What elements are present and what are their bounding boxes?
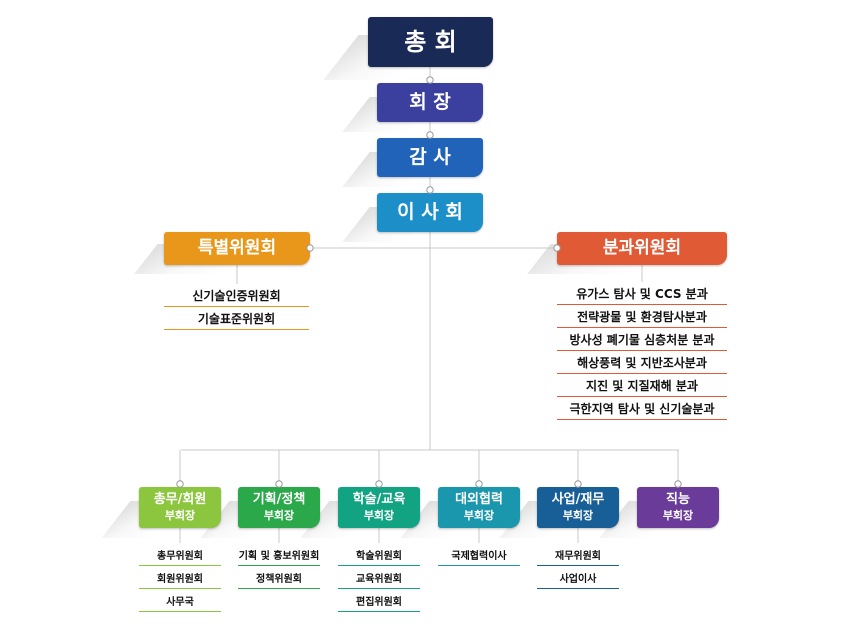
list-item-rule [139,611,221,612]
vp-node-1-sublabel: 부회장 [263,508,295,522]
list-item-rule [438,565,520,566]
top-node-0: 총 회 [368,17,493,67]
list-item-label: 방사성 폐기물 심층처분 분과 [569,333,715,347]
list-item-rule [139,565,221,566]
branch-node-0-label: 특별위원회 [197,238,277,259]
list-item-label: 재무위원회 [555,551,601,562]
vp-node-0-sublabel: 부회장 [164,508,196,522]
list-item: 회원위원회 [139,566,221,589]
branch-node-1: 분과위원회 [557,232,727,265]
top-node-2-label: 감 사 [409,146,451,169]
top-node-1: 회 장 [377,83,483,122]
list-item-label: 기술표준위원회 [197,312,276,326]
list-item-label: 사무국 [166,597,194,608]
list-item: 방사성 폐기물 심층처분 분과 [557,328,727,351]
list-item-rule [338,588,420,589]
list-item: 교육위원회 [338,566,420,589]
list-item-label: 학술위원회 [356,551,402,562]
list-item: 학술위원회 [338,543,420,566]
list-item: 신기술인증위원회 [164,284,309,307]
list-item-label: 신기술인증위원회 [192,289,281,303]
list-item: 사업이사 [537,566,619,589]
list-item-label: 회원위원회 [157,574,203,585]
list-item-rule [139,588,221,589]
list-item-label: 해상풍력 및 지반조사분과 [577,356,707,370]
top-node-0-label: 총 회 [404,27,457,56]
list-item-label: 국제협력이사 [451,551,507,562]
list-item-label: 극한지역 탐사 및 신기술분과 [569,402,715,416]
list-item-label: 기획 및 홍보위원회 [238,551,320,562]
list-item-rule [164,329,309,330]
list-item-rule [238,565,320,566]
list-item: 유가스 탐사 및 CCS 분과 [557,282,727,305]
list-item-label: 총무위원회 [157,551,203,562]
vp-node-2-sublabel: 부회장 [363,508,395,522]
vp-node-3-label: 대외협력 [455,491,503,507]
list-item: 기획 및 홍보위원회 [238,543,320,566]
list-item: 편집위원회 [338,589,420,612]
list-item: 기술표준위원회 [164,307,309,330]
list-item-rule [338,565,420,566]
list-item: 정책위원회 [238,566,320,589]
vp-node-0-label: 총무/회원 [153,491,207,507]
list-item-label: 편집위원회 [356,597,402,608]
top-node-1-label: 회 장 [409,91,451,114]
list-item: 총무위원회 [139,543,221,566]
vp-node-1-label: 기획/정책 [252,491,306,507]
list-item-rule [238,588,320,589]
list-item-rule [164,306,309,307]
list-item-rule [557,396,727,397]
vp-node-4-sublabel: 부회장 [562,508,594,522]
vp-node-3-sublabel: 부회장 [463,508,495,522]
vp-node-5-sublabel: 부회장 [662,508,694,522]
list-item: 사무국 [139,589,221,612]
list-item-label: 지진 및 지질재해 분과 [586,379,698,393]
list-item-label: 정책위원회 [256,574,302,585]
list-item-label: 전략광물 및 환경탐사분과 [577,310,707,324]
list-item-rule [338,611,420,612]
list-item: 극한지역 탐사 및 신기술분과 [557,397,727,420]
list-item-rule [537,565,619,566]
branch-node-0: 특별위원회 [164,232,310,265]
list-item-label: 사업이사 [559,574,597,585]
list-item-rule [557,304,727,305]
vp-list-3: 국제협력이사 [438,543,520,566]
branch-node-1-label: 분과위원회 [602,238,682,259]
list-item-label: 교육위원회 [356,574,402,585]
top-node-3: 이 사 회 [377,193,483,232]
list-item-rule [557,419,727,420]
list-item-rule [557,373,727,374]
top-node-2: 감 사 [377,138,483,177]
list-item-rule [557,327,727,328]
list-item: 해상풍력 및 지반조사분과 [557,351,727,374]
list-item-label: 유가스 탐사 및 CCS 분과 [576,287,708,301]
list-item-rule [537,588,619,589]
list-item: 국제협력이사 [438,543,520,566]
vp-node-4-label: 사업/재무 [551,491,605,507]
list-item: 지진 및 지질재해 분과 [557,374,727,397]
vp-node-5-label: 직능 [666,491,690,507]
vp-node-2-label: 학술/교육 [352,491,406,507]
list-item: 전략광물 및 환경탐사분과 [557,305,727,328]
list-item: 재무위원회 [537,543,619,566]
top-node-3-label: 이 사 회 [397,201,463,224]
list-item-rule [557,350,727,351]
